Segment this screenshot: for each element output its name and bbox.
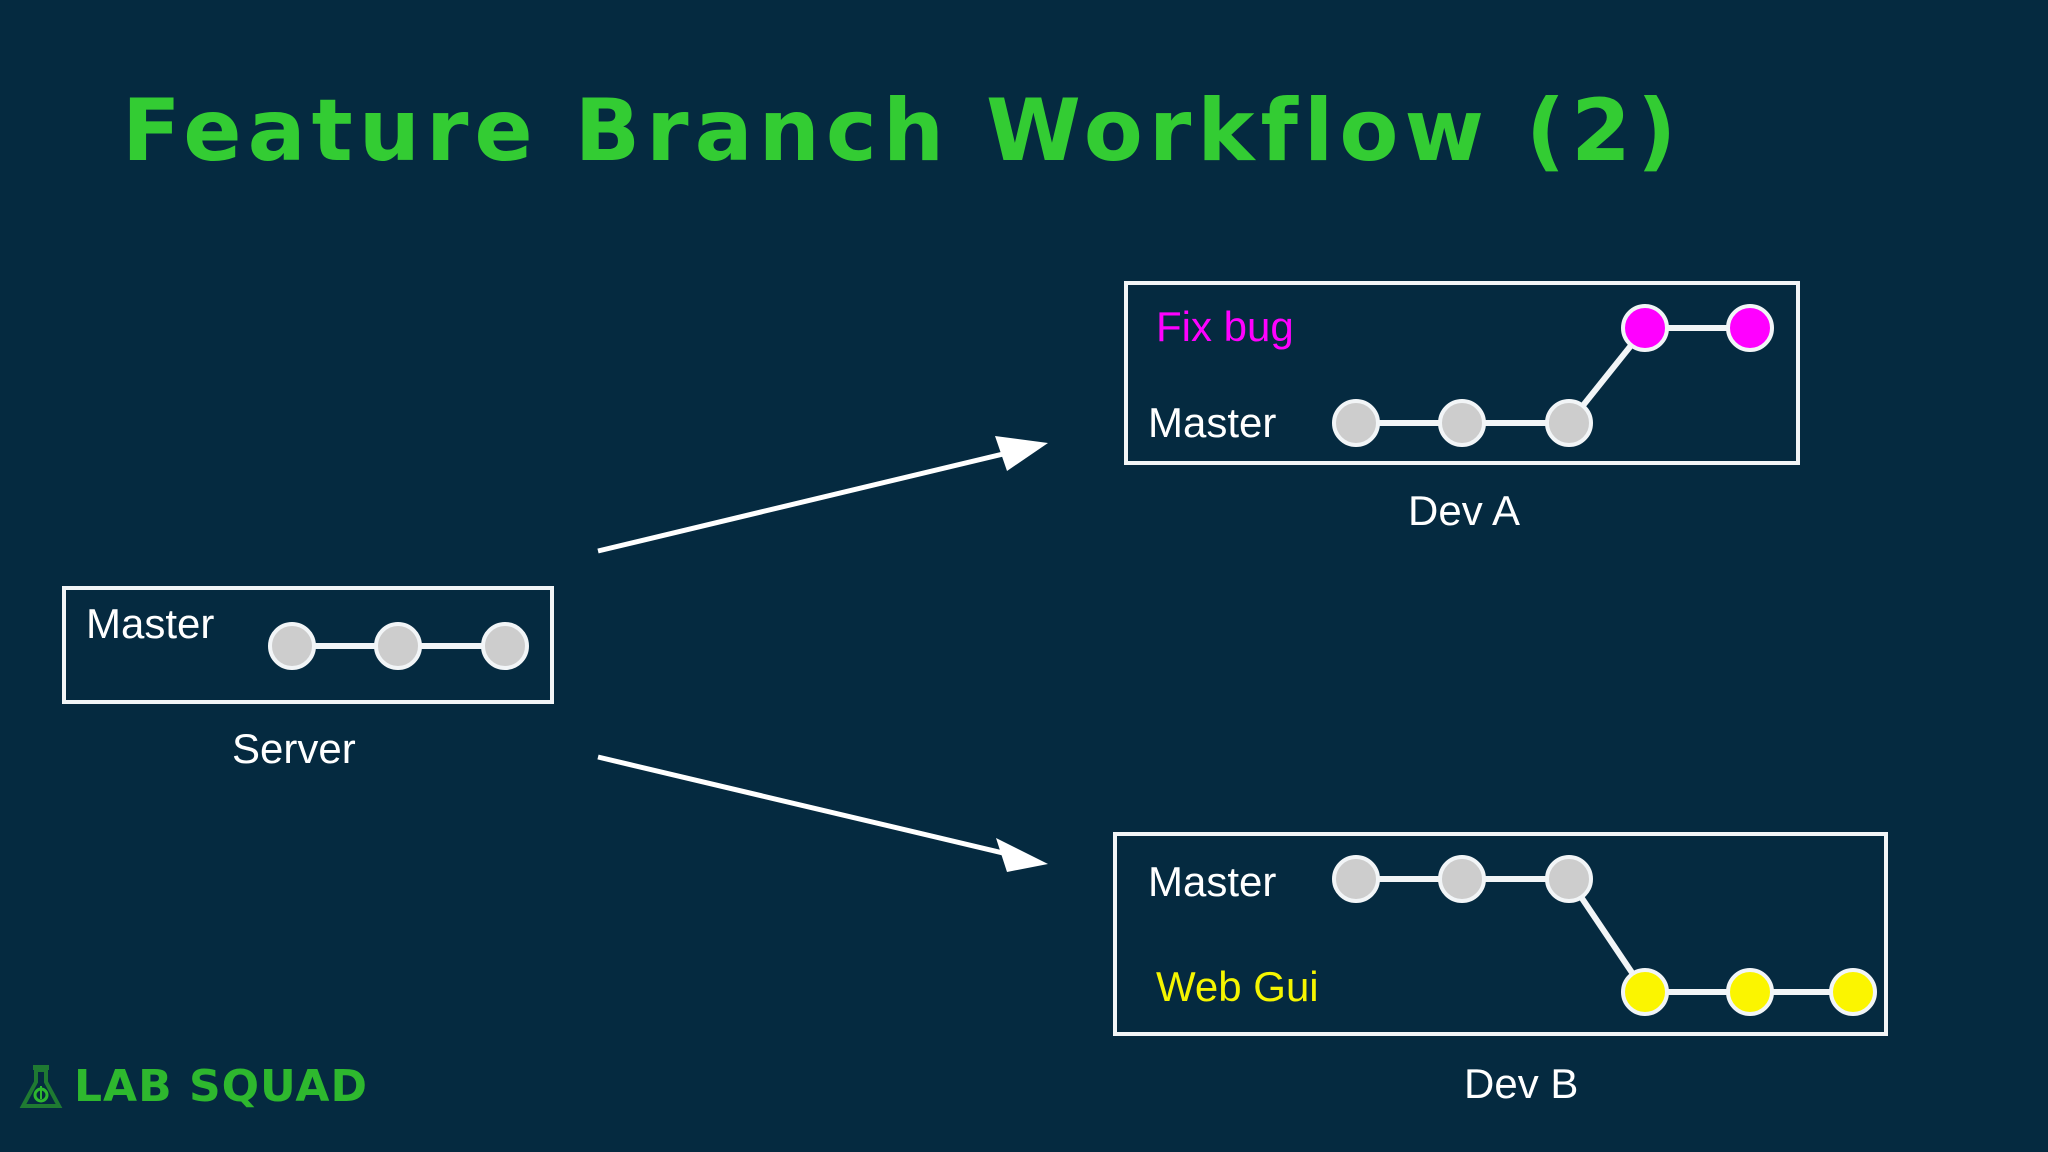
box-caption-dev-a: Dev A (1408, 487, 1521, 534)
branch-label-deva-fixbug: Fix bug (1156, 303, 1294, 350)
box-caption-server: Server (232, 725, 356, 772)
branch-label-devb-webgui: Web Gui (1156, 963, 1319, 1010)
box-caption-dev-b: Dev B (1464, 1060, 1579, 1107)
branch-label-deva-master: Master (1148, 399, 1277, 446)
arrow-server-to-dev-a (597, 436, 1048, 554)
repo-box-server (62, 586, 554, 704)
branch-label-server-master: Master (86, 600, 215, 647)
flask-icon (19, 1065, 63, 1108)
repo-box-dev-a (1124, 281, 1800, 465)
page-title: Feature Branch Workflow (2) (122, 81, 1683, 181)
logo-text: LAB SQUAD (74, 1061, 368, 1112)
arrow-server-to-dev-b (597, 754, 1048, 872)
repo-box-dev-b (1113, 832, 1888, 1036)
branch-label-devb-master: Master (1148, 858, 1277, 905)
logo: LAB SQUAD (18, 1062, 368, 1112)
